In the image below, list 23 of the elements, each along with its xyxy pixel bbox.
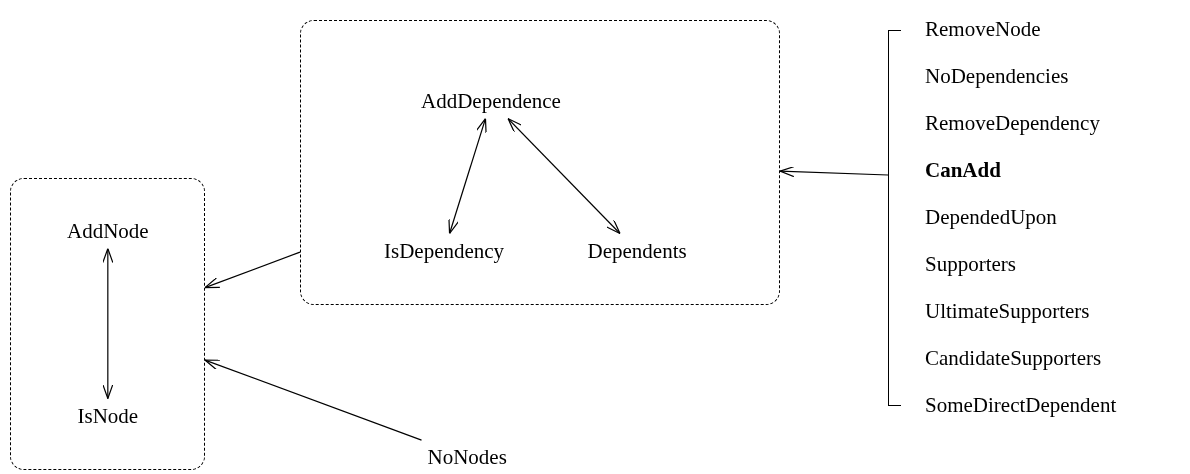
node-label: Dependents — [587, 239, 687, 263]
list-item: Supporters — [925, 253, 1016, 277]
node-label: IsNode — [77, 404, 139, 428]
list-item: CanAdd — [925, 159, 1001, 183]
arrow — [204, 251, 301, 289]
arrow — [448, 118, 487, 235]
list-item: SomeDirectDependent — [925, 394, 1117, 418]
list-item: RemoveDependency — [925, 112, 1100, 136]
list-item: CandidateSupporters — [925, 347, 1102, 371]
node-label: IsDependency — [384, 239, 505, 263]
dashed-group-box — [300, 20, 780, 305]
list-item: NoDependencies — [925, 65, 1069, 89]
node-label: AddDependence — [421, 89, 561, 113]
list-item: RemoveNode — [925, 18, 1041, 42]
arrow — [779, 166, 889, 178]
arrow — [507, 118, 621, 235]
node-label: AddNode — [67, 219, 149, 243]
arrow — [204, 359, 423, 441]
dashed-group-box — [10, 178, 205, 470]
node-label: NoNodes — [427, 445, 507, 469]
arrow — [102, 248, 114, 400]
list-item: UltimateSupporters — [925, 300, 1090, 324]
list-item: DependedUpon — [925, 206, 1057, 230]
